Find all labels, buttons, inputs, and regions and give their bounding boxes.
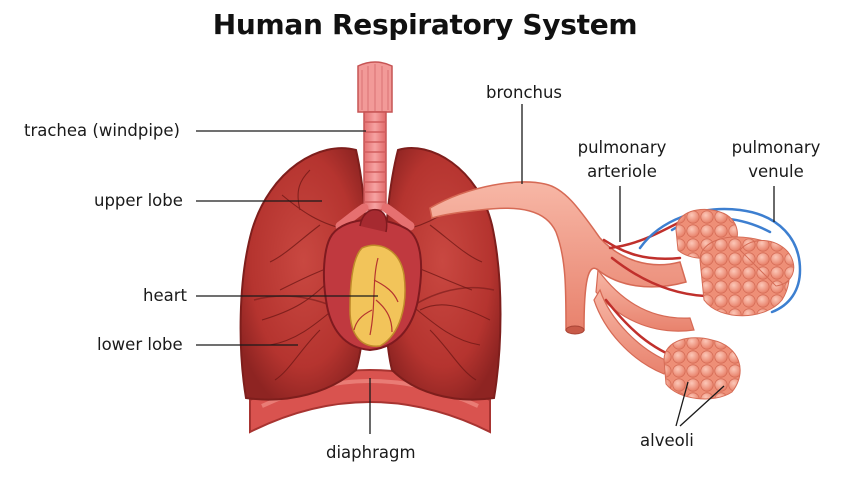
leader-lines: [196, 104, 775, 434]
label-pulmonary-venule: pulmonary venule: [726, 136, 826, 184]
diagram-title: Human Respiratory System: [212, 8, 638, 41]
label-alveoli: alveoli: [640, 431, 694, 450]
label-trachea: trachea (windpipe): [24, 121, 180, 140]
label-pulmonary-arteriole-line1: pulmonary: [577, 138, 667, 157]
label-heart: heart: [143, 286, 187, 305]
heart: [322, 208, 423, 352]
label-lower-lobe: lower lobe: [97, 335, 183, 354]
alveoli-clusters: [663, 208, 795, 400]
label-diaphragm: diaphragm: [326, 443, 416, 462]
label-pulmonary-arteriole-line2: arteriole: [587, 161, 657, 181]
label-upper-lobe: upper lobe: [94, 191, 183, 210]
bronchus: [429, 181, 695, 375]
left-lung: [239, 147, 368, 401]
label-pulmonary-arteriole: pulmonary arteriole: [574, 136, 670, 184]
trachea: [335, 61, 415, 231]
alveoli-leader-2: [679, 385, 725, 427]
label-pulmonary-venule-line1: pulmonary: [731, 138, 821, 157]
label-bronchus: bronchus: [486, 83, 563, 102]
alveoli-leader-1: [675, 381, 689, 427]
label-pulmonary-venule-line2: venule: [748, 161, 804, 181]
